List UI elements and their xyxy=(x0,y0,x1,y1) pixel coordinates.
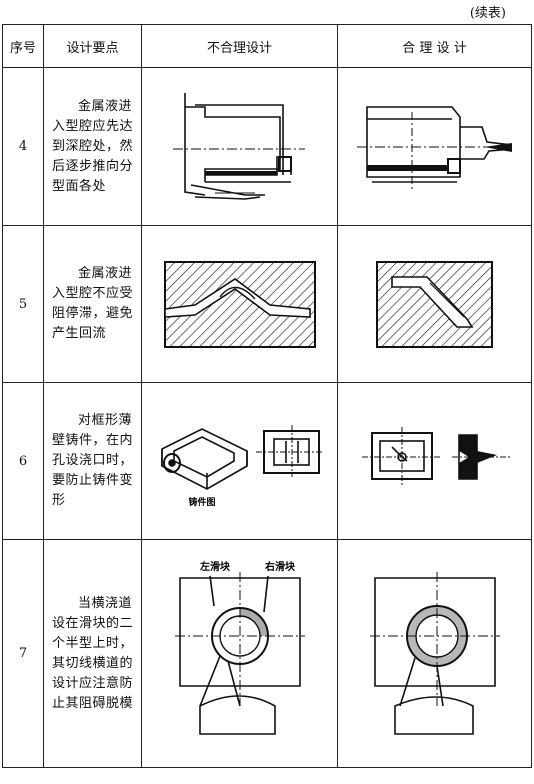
reasonable-figure-5 xyxy=(337,225,532,383)
left-slider-label: 左滑块 xyxy=(199,560,231,573)
die-cavity-drawing xyxy=(172,92,305,200)
continued-label: (续表) xyxy=(469,6,506,21)
row-number: 7 xyxy=(2,539,44,768)
die-section-drawing xyxy=(163,260,316,348)
reasonable-figure-6 xyxy=(337,382,532,540)
design-point-text: 金属液进入型腔不应受阻停滞，避免产生回流 xyxy=(43,225,142,383)
row-number: 6 xyxy=(2,382,44,540)
table-row: 4 金属液进入型腔应先达到深腔处，然后逐步推向分型面各处 xyxy=(2,67,532,226)
table-row: 5 金属液进入型腔不应受阻停滞，避免产生回流 xyxy=(2,225,532,383)
slider-runner-drawing: 左滑块 右滑块 xyxy=(174,560,305,735)
header-design-point: 设计要点 xyxy=(43,24,142,68)
header-row: 序号 设计要点 不合理设计 合 理 设 计 xyxy=(2,24,532,68)
die-section-drawing xyxy=(376,260,493,348)
die-cavity-drawing xyxy=(357,105,513,192)
header-seq: 序号 xyxy=(2,24,44,68)
unreasonable-figure-4 xyxy=(141,67,338,226)
design-point-text: 当横浇道设在滑块的二个半型上时，其切线横道的设计应注意防止其阻碍脱模 xyxy=(43,539,142,768)
casting-caption: 铸件图 xyxy=(188,496,215,508)
table-row: 6 对框形薄壁铸件，在内孔设浇口时，要防止铸件变形 xyxy=(2,382,532,540)
unreasonable-figure-7: 左滑块 右滑块 xyxy=(141,539,338,768)
unreasonable-figure-6: 铸件图 xyxy=(141,382,338,540)
row-number: 5 xyxy=(2,225,44,383)
design-point-text: 金属液进入型腔应先达到深腔处，然后逐步推向分型面各处 xyxy=(43,67,142,226)
header-unreasonable: 不合理设计 xyxy=(141,24,338,68)
header-reasonable: 合 理 设 计 xyxy=(337,24,532,68)
frame-casting-drawing xyxy=(362,427,512,487)
table-row: 7 当横浇道设在滑块的二个半型上时，其切线横道的设计应注意防止其阻碍脱模 左滑块… xyxy=(2,539,532,768)
frame-casting-drawing: 铸件图 xyxy=(161,425,324,508)
reasonable-figure-7 xyxy=(337,539,532,768)
slider-runner-drawing xyxy=(369,572,500,735)
reasonable-figure-4 xyxy=(337,67,532,226)
row-number: 4 xyxy=(2,67,44,226)
right-slider-label: 右滑块 xyxy=(264,560,296,573)
design-table: 序号 设计要点 不合理设计 合 理 设 计 4 金属液进入型腔应先达到深腔处，然… xyxy=(2,24,532,768)
design-point-text: 对框形薄壁铸件，在内孔设浇口时，要防止铸件变形 xyxy=(43,382,142,540)
unreasonable-figure-5 xyxy=(141,225,338,383)
